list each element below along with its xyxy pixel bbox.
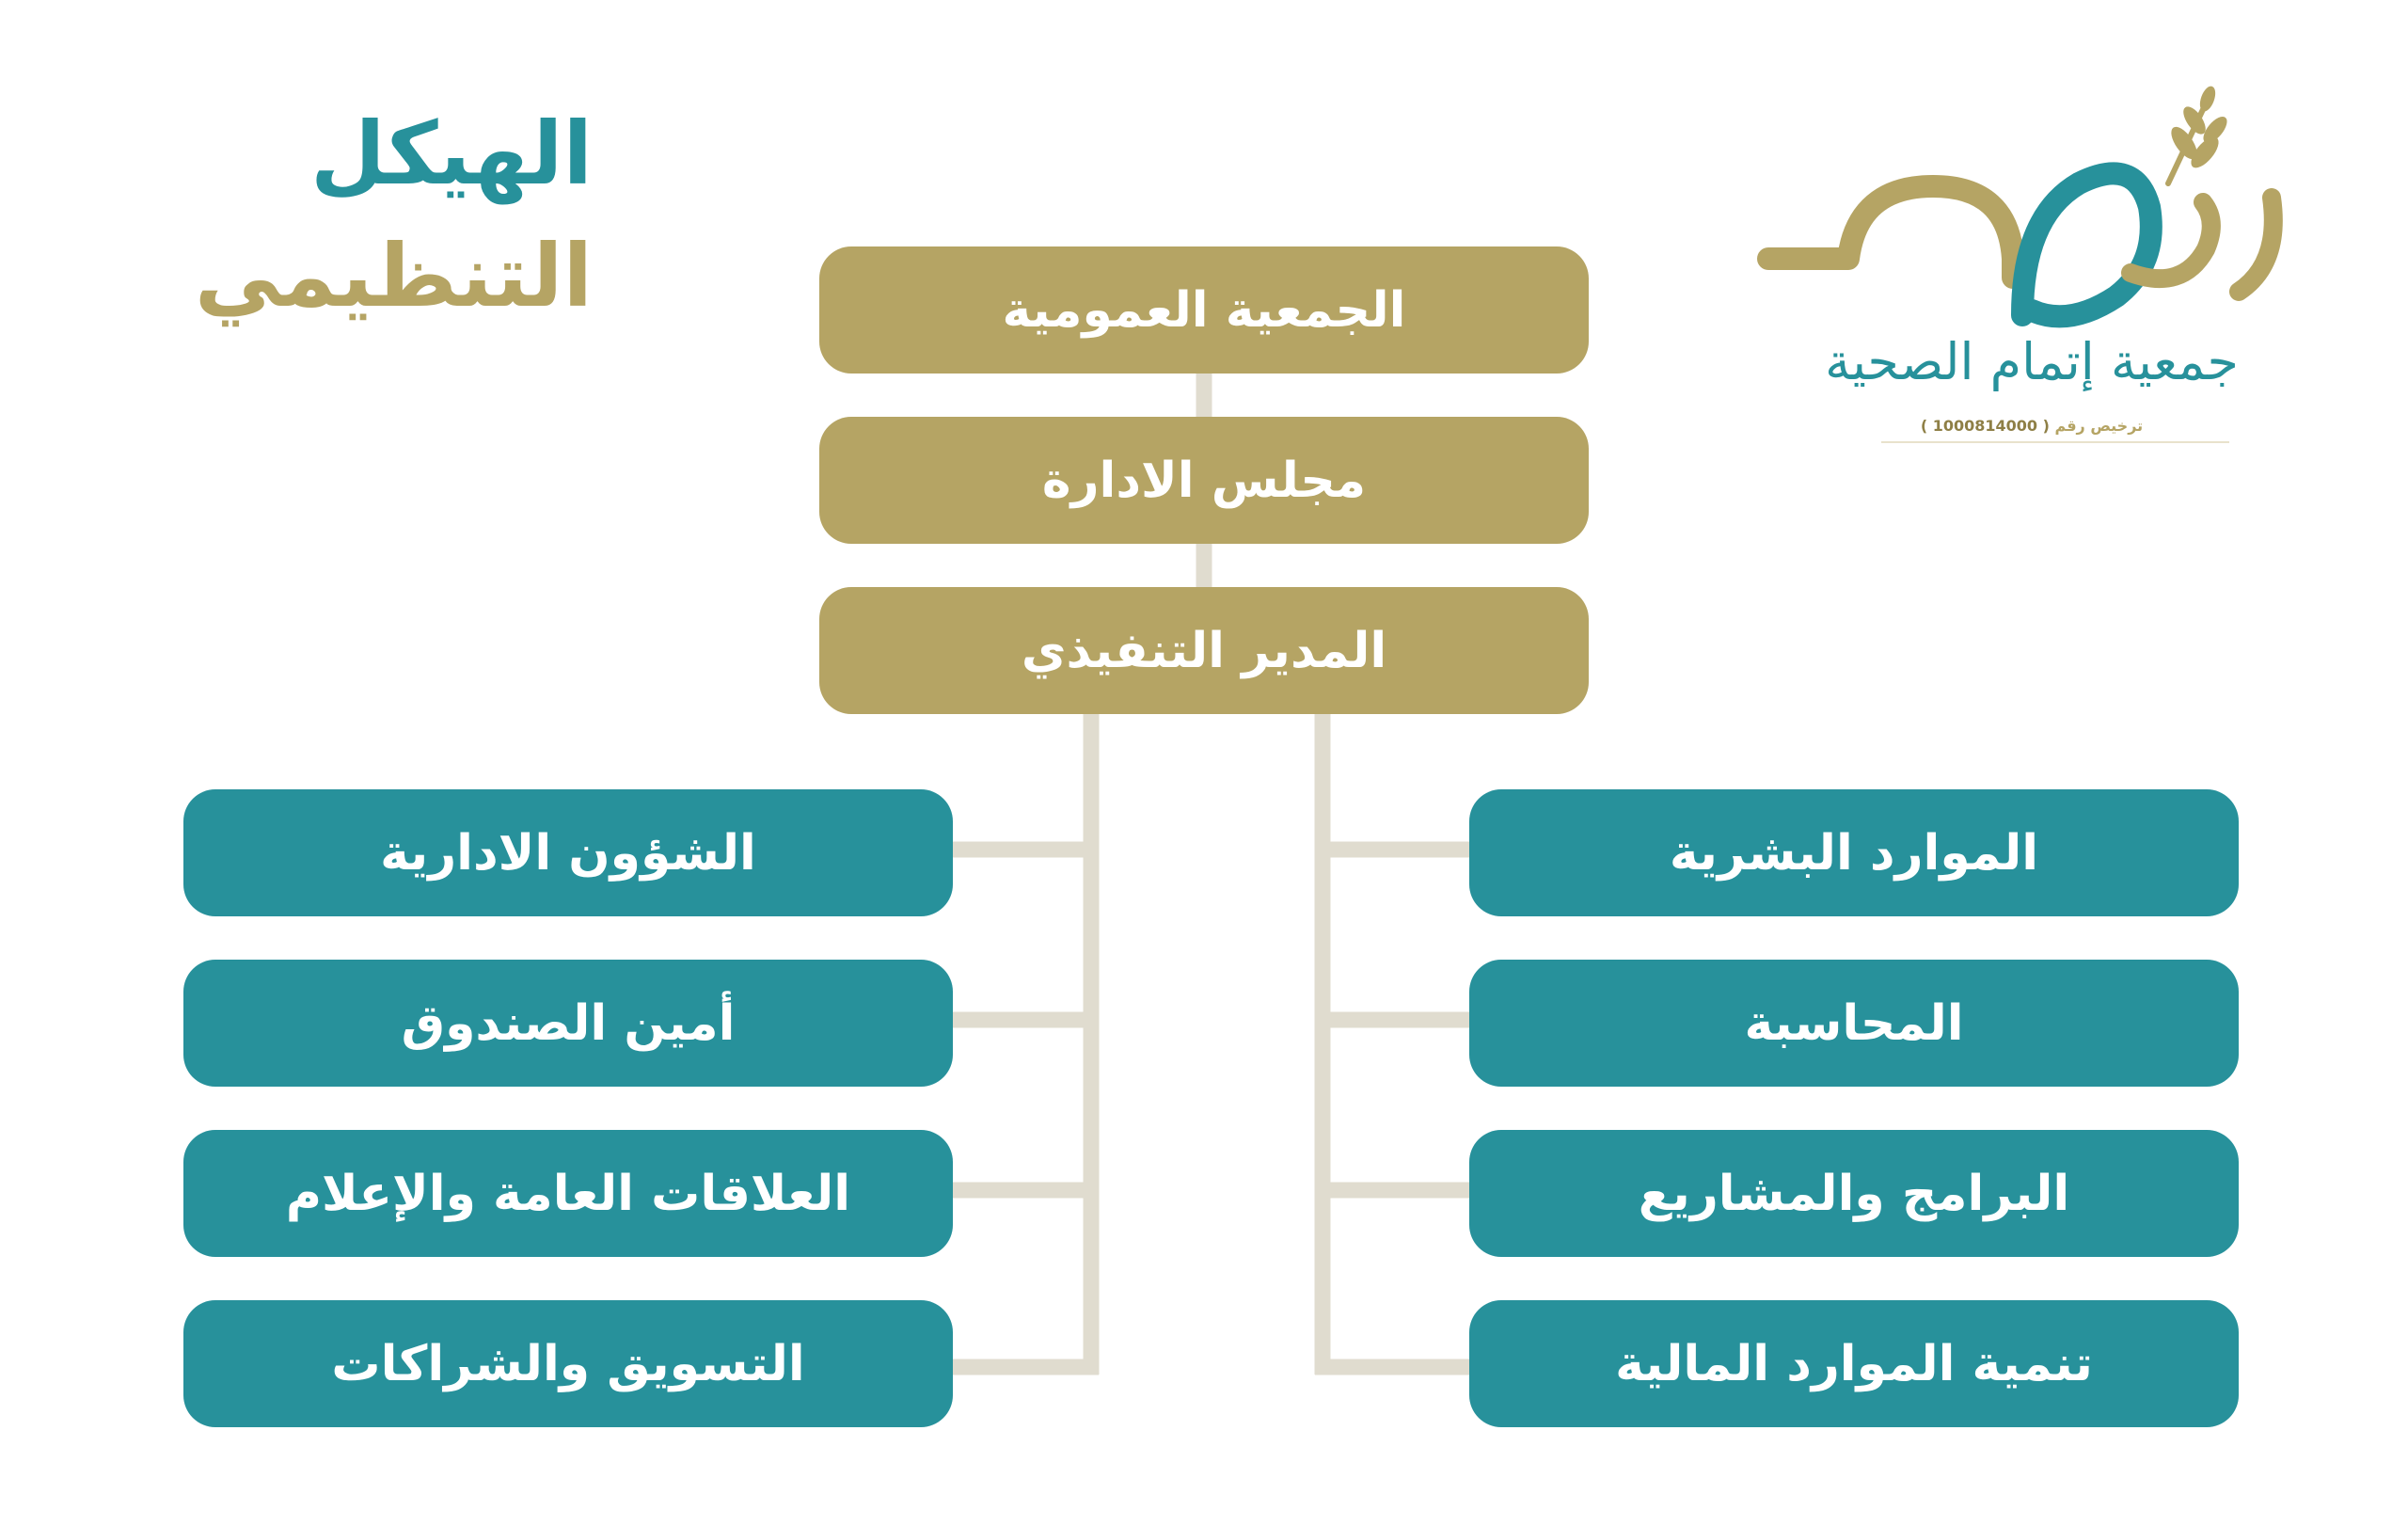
node-board-of-directors: مجلس الادارة [819, 417, 1589, 544]
license-label: ترخيص رقم [2054, 417, 2144, 435]
node-treasurer: أمين الصندوق [183, 960, 953, 1087]
license-number: ( 1000814000 ) [1920, 417, 2050, 435]
node-label: الشؤون الادارية [380, 824, 756, 882]
node-executive-director: المدير التنفيذي [819, 587, 1589, 714]
node-label: مجلس الادارة [1041, 452, 1367, 509]
license-text: ترخيص رقم ( 1000814000 ) [1825, 417, 2239, 435]
node-label: المحاسبة [1744, 994, 1964, 1052]
chart-title-line-2: التنظيمي [194, 226, 593, 326]
node-general-assembly: الجمعية العمومية [819, 246, 1589, 374]
organization-logo: جمعية إتمام الصحية ترخيص رقم ( 100081400… [1740, 85, 2342, 461]
chart-title-line-1: الهيكل [310, 103, 593, 204]
node-administrative-affairs: الشؤون الادارية [183, 789, 953, 916]
node-label: التسويق والشراكات [331, 1335, 805, 1392]
node-financial-resources-development: تنمية الموارد المالية [1469, 1300, 2239, 1427]
node-label: تنمية الموارد المالية [1615, 1335, 2093, 1392]
node-label: البرامج والمشاريع [1638, 1165, 2070, 1222]
node-marketing-partnerships: التسويق والشراكات [183, 1300, 953, 1427]
node-label: العلاقات العامة والإعلام [285, 1165, 851, 1222]
node-human-resources: الموارد البشرية [1469, 789, 2239, 916]
node-programs-projects: البرامج والمشاريع [1469, 1130, 2239, 1257]
node-accounting: المحاسبة [1469, 960, 2239, 1087]
logo-mark-icon [1757, 86, 2283, 443]
node-label: الموارد البشرية [1669, 824, 2039, 882]
node-label: الجمعية العمومية [1002, 281, 1406, 339]
node-public-relations-media: العلاقات العامة والإعلام [183, 1130, 953, 1257]
node-label: المدير التنفيذي [1021, 622, 1387, 679]
organization-name: جمعية إتمام الصحية [1825, 332, 2239, 391]
node-label: أمين الصندوق [401, 994, 736, 1052]
